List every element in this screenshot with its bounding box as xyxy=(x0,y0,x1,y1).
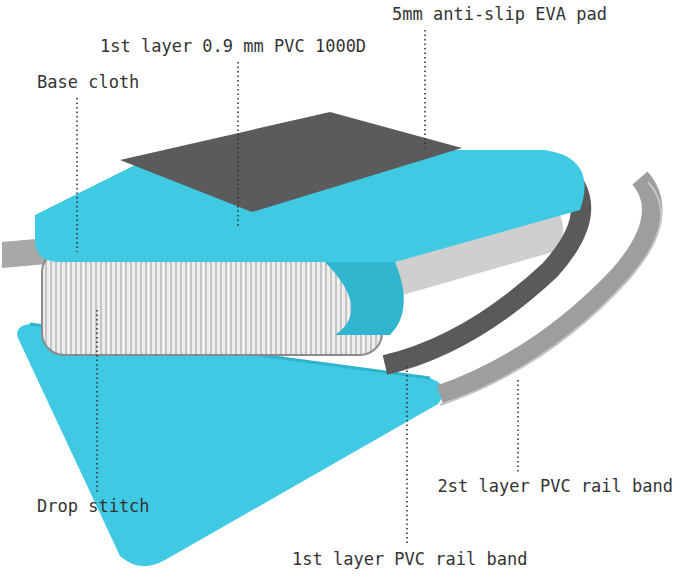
bottom-pvc-layer xyxy=(17,324,443,566)
top-pvc-curl xyxy=(325,262,404,335)
leader-line xyxy=(424,30,426,148)
part-label: 1st layer PVC rail band xyxy=(292,549,527,569)
eva-pad xyxy=(120,112,462,212)
part-label: 2st layer PVC rail band xyxy=(438,476,673,496)
leader-line xyxy=(517,380,519,472)
leader-line xyxy=(406,366,408,544)
leader-line xyxy=(96,310,98,492)
part-label: Base cloth xyxy=(37,72,139,92)
part-label: Drop stitch xyxy=(37,496,150,516)
part-label: 5mm anti-slip EVA pad xyxy=(392,4,607,24)
part-label: 1st layer 0.9 mm PVC 1000D xyxy=(100,36,366,56)
leader-line xyxy=(237,62,239,228)
leader-line xyxy=(76,98,78,252)
